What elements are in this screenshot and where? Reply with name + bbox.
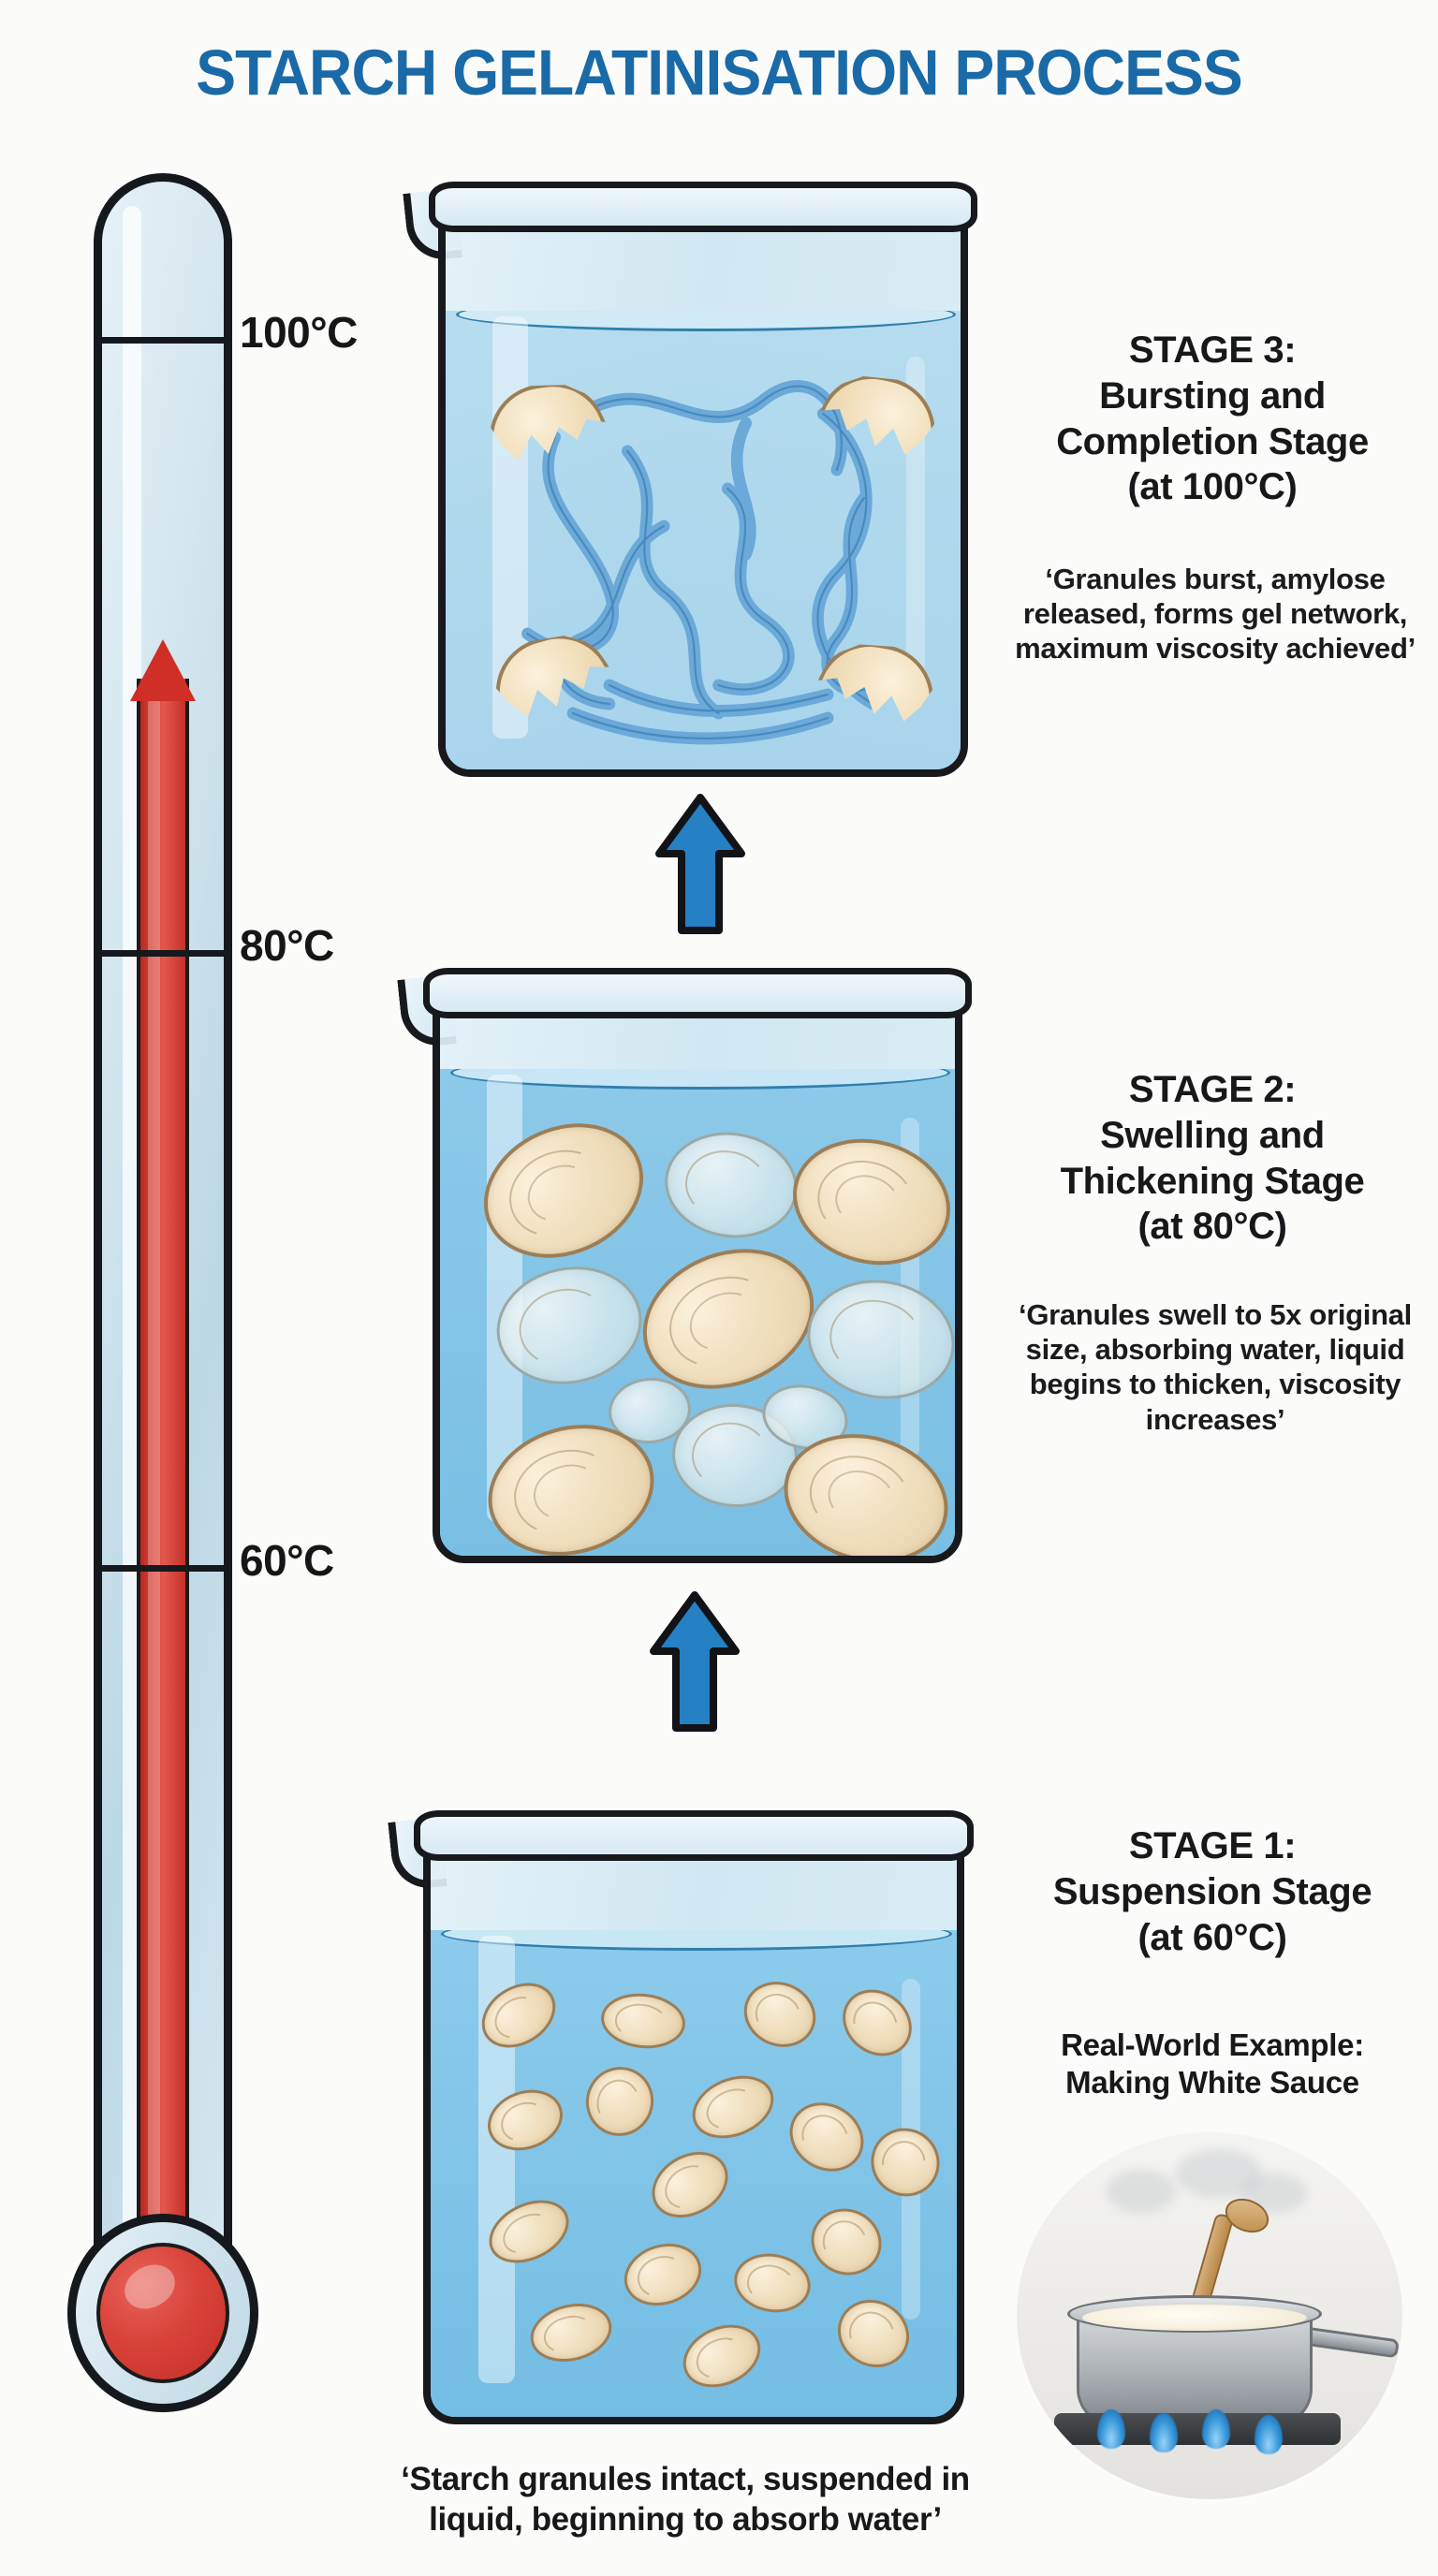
mercury-bulb [96, 2243, 229, 2383]
arrow-stage2-to-stage3 [655, 794, 745, 934]
white-sauce [1082, 2305, 1307, 2331]
stage-1-heading: STAGE 1: Suspension Stage (at 60°C) [1052, 1825, 1372, 1958]
mercury-column [137, 679, 189, 2261]
beaker-water [431, 1930, 957, 2417]
starch-granule [857, 2114, 954, 2211]
gas-flame-icon [1202, 2409, 1230, 2449]
starch-granule [729, 2247, 815, 2319]
beaker-water [446, 311, 961, 769]
beaker-glass [438, 187, 968, 777]
stage-2-heading: STAGE 2: Swelling and Thickening Stage (… [1060, 1069, 1365, 1248]
stage-2-description: ‘Granules swell to 5x original size, abs… [1019, 1298, 1412, 1436]
stage-3-heading: STAGE 3: Bursting and Completion Stage (… [1056, 329, 1369, 508]
beaker-water [440, 1069, 955, 1556]
thermometer-label-80: 80°C [240, 921, 334, 970]
beaker-glass [423, 1816, 964, 2424]
beaker-stage-2 [397, 968, 972, 1563]
starch-granule [577, 2057, 663, 2145]
arrow-stage1-to-stage2 [650, 1591, 740, 1732]
tick-80 [94, 950, 232, 957]
thermometer-label-100: 100°C [240, 308, 358, 357]
starch-granule [639, 2138, 741, 2232]
gas-flame-icon [1255, 2415, 1283, 2454]
tick-60 [94, 1565, 232, 1572]
up-arrow-icon [650, 1591, 740, 1732]
white-sauce-photo [1017, 2132, 1402, 2499]
water-surface-line [441, 1930, 952, 1951]
beaker-rim [429, 182, 977, 232]
beaker-rim [423, 968, 972, 1018]
starch-granule [673, 2313, 770, 2399]
swollen-granule [779, 1122, 955, 1281]
stage-3-description: ‘Granules burst, amylose released, forms… [1015, 563, 1416, 666]
gas-flame-icon [1097, 2409, 1125, 2449]
gas-flame-icon [1150, 2413, 1178, 2452]
mercury-highlight [148, 697, 160, 2232]
temperature-rise-arrow-icon [130, 639, 196, 701]
thermometer-label-60: 60°C [240, 1536, 334, 1585]
starch-granule [733, 1970, 827, 2058]
beaker-stage-1 [388, 1810, 974, 2424]
thermometer: 100°C 80°C 60°C [56, 173, 358, 2532]
swollen-granule [657, 1123, 805, 1247]
beaker-rim [414, 1810, 974, 1861]
water-surface-line [450, 1069, 950, 1090]
up-arrow-icon [655, 794, 745, 934]
stage-1-description: ‘Starch granules intact, suspended in li… [401, 2461, 970, 2538]
tick-100 [94, 337, 232, 344]
starch-granule [800, 2197, 892, 2287]
starch-granule [776, 2088, 877, 2186]
real-world-example-heading: Real-World Example: Making White Sauce [1061, 2027, 1364, 2100]
page-title: STARCH GELATINISATION PROCESS [196, 37, 1242, 109]
starch-granule [616, 2233, 710, 2316]
beaker-stage-3 [403, 182, 977, 777]
starch-granule [682, 2064, 784, 2150]
beaker-glass [433, 973, 962, 1563]
starch-granule [598, 1989, 688, 2053]
starch-granule [524, 2295, 618, 2370]
